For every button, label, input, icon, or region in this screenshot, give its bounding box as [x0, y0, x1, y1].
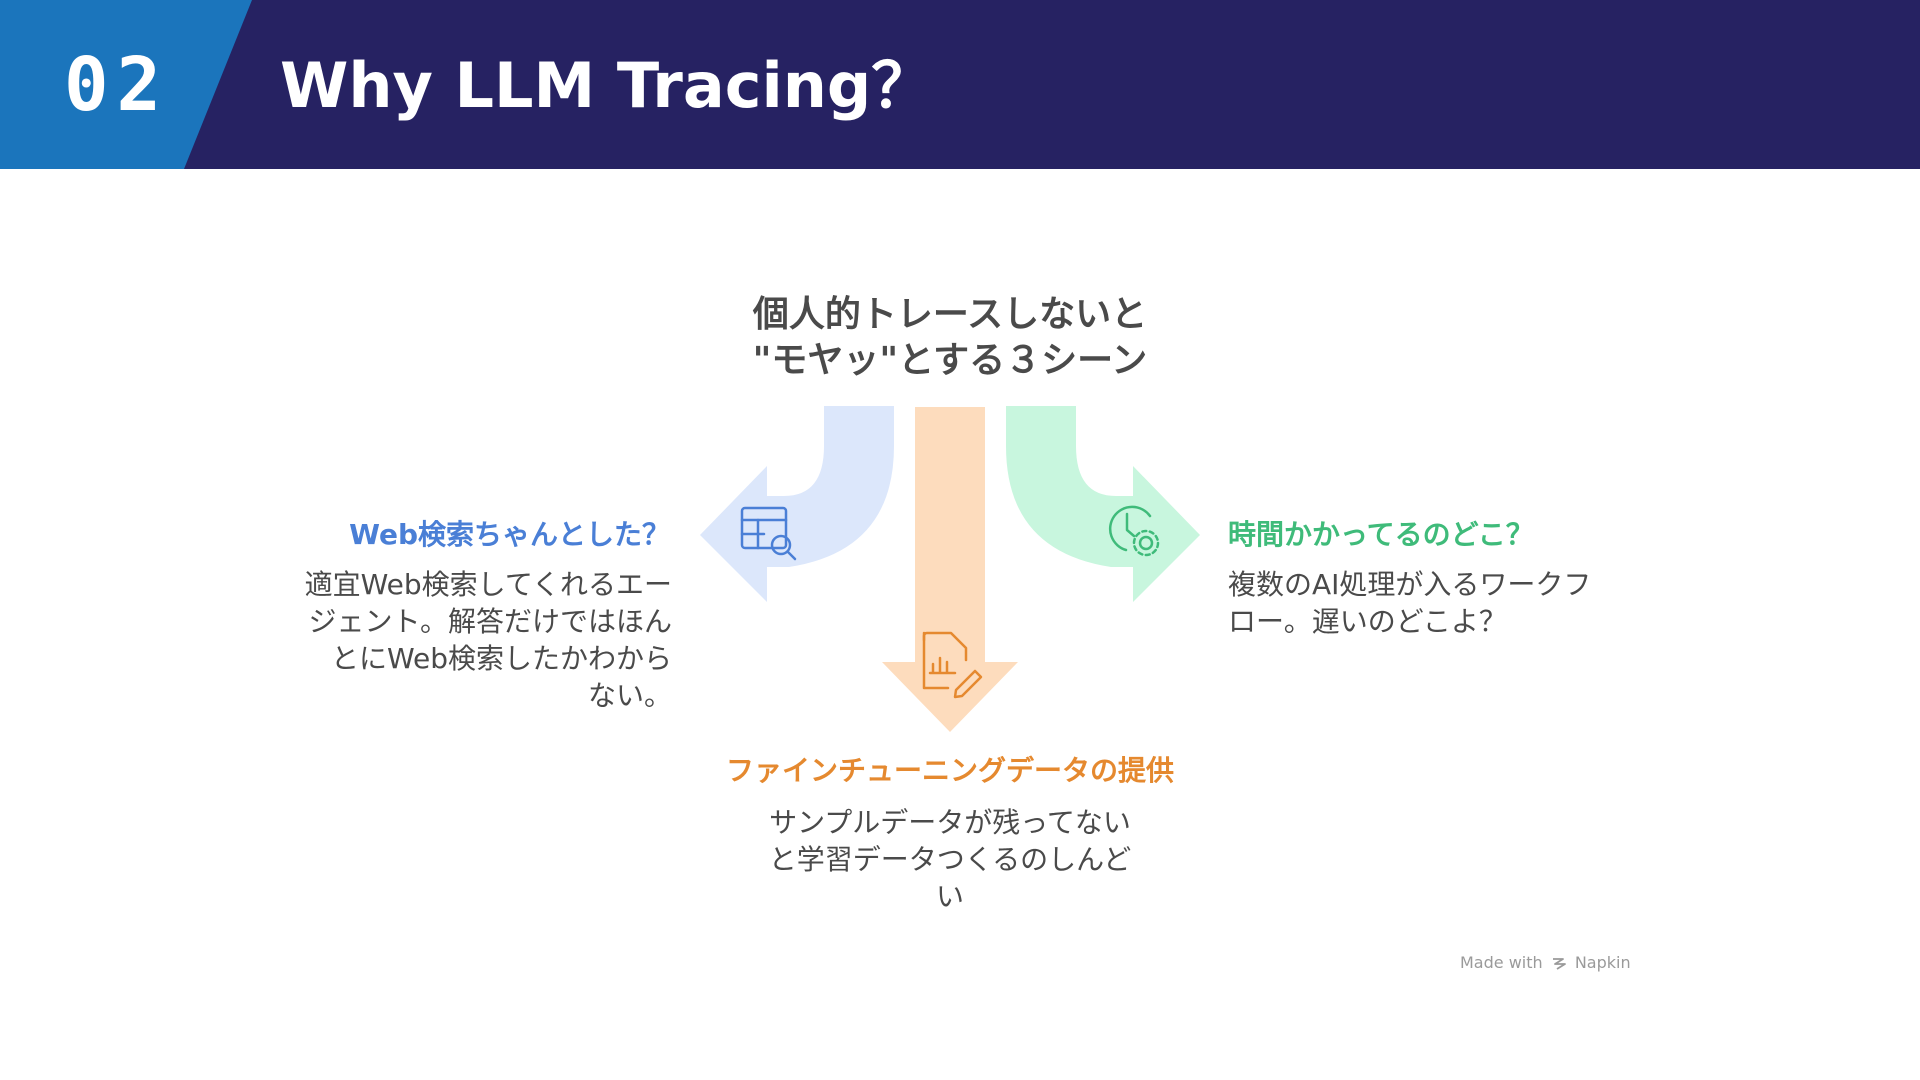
- description-line: とにWeb検索したかわから: [330, 642, 672, 675]
- description-line: 複数のAI処理が入るワークフ: [1228, 568, 1592, 601]
- left-scene-title: Web検索ちゃんとした？: [349, 518, 670, 551]
- middle-scene-title: ファインチューニングデータの提供: [725, 754, 1174, 787]
- right-scene-description: 複数のAI処理が入るワークフ ロー。遅いのどこよ？: [1228, 566, 1591, 640]
- right-arrow: [1006, 406, 1200, 602]
- clock-gear-icon: [1108, 505, 1160, 557]
- slide-title: Why LLM Tracing？: [280, 49, 934, 122]
- table-search-icon: [740, 506, 797, 561]
- left-scene-description: 適宜Web検索してくれるエー ジェント。解答だけではほん とにWeb検索したかわ…: [305, 566, 672, 714]
- description-line: ロー。遅いのどこよ？: [1228, 605, 1507, 638]
- description-line: ない。: [587, 679, 672, 712]
- napkin-brand: Napkin: [1574, 953, 1631, 972]
- section-number: 02: [64, 42, 170, 128]
- middle-scene-description: サンプルデータが残ってない と学習データつくるのしんど い: [650, 804, 1250, 915]
- description-line: い: [935, 880, 964, 913]
- right-scene-title: 時間かかってるのどこ？: [1228, 518, 1534, 551]
- header-bar: 02 Why LLM Tracing？: [0, 0, 1920, 169]
- description-line: サンプルデータが残ってない: [769, 806, 1131, 839]
- center-title-line: "モヤッ"とする３シーン: [752, 340, 1148, 381]
- napkin-logo-icon: [1552, 958, 1566, 970]
- middle-arrow: [882, 407, 1018, 732]
- description-line: と学習データつくるのしんど: [768, 843, 1132, 876]
- document-chart-edit-icon: [922, 631, 983, 699]
- made-with-napkin: Made with Napkin: [1460, 953, 1631, 973]
- description-line: ジェント。解答だけではほん: [308, 605, 672, 638]
- description-line: 適宜Web検索してくれるエー: [304, 568, 672, 601]
- left-arrow: [700, 406, 894, 602]
- center-title: 個人的トレースしないと "モヤッ"とする３シーン: [650, 292, 1250, 384]
- made-with-label: Made with: [1460, 953, 1543, 972]
- center-title-line: 個人的トレースしないと: [752, 294, 1148, 335]
